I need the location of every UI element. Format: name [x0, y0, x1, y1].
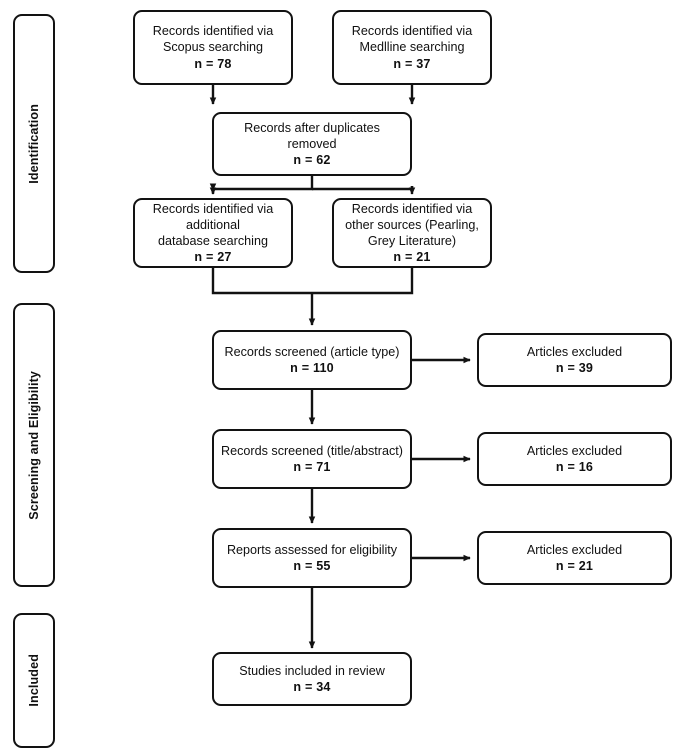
connector-duplicates-split: [211, 176, 314, 193]
node-medline-count: n = 37: [393, 56, 431, 71]
node-duplicates-count: n = 62: [293, 153, 331, 168]
stage-included: Included: [13, 613, 55, 748]
node-scopus-line-2: Scopus searching: [162, 40, 264, 55]
node-medline-line-2: Medlline searching: [359, 40, 465, 55]
node-included-count: n = 34: [293, 680, 331, 694]
node-excluded-1-count: n = 39: [555, 361, 594, 375]
node-reports-assessed-for-eligibility: Reports assessed for eligibility n = 55: [212, 528, 412, 588]
node-scopus-line-1: Records identified via: [152, 24, 274, 39]
node-records-scopus: Records identified via Scopus searching …: [133, 10, 293, 85]
node-screened-article-type-line-1: Records screened (article type): [224, 344, 400, 359]
node-duplicates-line-2: removed: [287, 136, 337, 151]
node-included-line-1: Studies included in review: [239, 663, 385, 678]
connector-merge-left: [211, 268, 312, 295]
node-other-sources-count: n = 21: [393, 250, 431, 265]
node-additional-count: n = 27: [194, 250, 232, 265]
node-medline-line-1: Records identified via: [351, 24, 473, 39]
node-records-additional-database: Records identified via additional databa…: [133, 198, 293, 268]
stage-included-label: Included: [27, 654, 41, 707]
node-additional-line-2: additional: [186, 217, 240, 232]
node-additional-line-1: Records identified via: [152, 201, 274, 216]
node-other-sources-line-1: Records identified via: [351, 201, 473, 216]
node-records-medline: Records identified via Medlline searchin…: [332, 10, 492, 85]
node-records-other-sources: Records identified via other sources (Pe…: [332, 198, 492, 268]
node-articles-excluded-3: Articles excluded n = 21: [477, 531, 672, 585]
node-studies-included-in-review: Studies included in review n = 34: [212, 652, 412, 706]
stage-screening-label: Screening and Eligibility: [27, 370, 41, 520]
stage-identification: Identification: [13, 14, 55, 273]
node-excluded-2-count: n = 16: [555, 460, 594, 474]
node-additional-line-3: database searching: [158, 234, 268, 248]
node-screened-article-type-count: n = 110: [290, 361, 334, 375]
node-excluded-1-line-1: Articles excluded: [526, 344, 623, 359]
node-excluded-3-count: n = 21: [555, 559, 594, 573]
node-duplicates-line-1: Records after duplicates: [244, 120, 380, 135]
stage-identification-label: Identification: [27, 103, 41, 184]
node-articles-excluded-2: Articles excluded n = 16: [477, 432, 672, 486]
node-records-screened-article-type: Records screened (article type) n = 110: [212, 330, 412, 390]
node-articles-excluded-1: Articles excluded n = 39: [477, 333, 672, 387]
node-excluded-2-line-1: Articles excluded: [526, 443, 623, 458]
node-screened-title-abstract-count: n = 71: [293, 460, 331, 474]
node-assessed-line-1: Reports assessed for eligibility: [226, 542, 398, 557]
node-records-after-duplicates-removed: Records after duplicates removed n = 62: [212, 112, 412, 176]
node-excluded-3-line-1: Articles excluded: [526, 542, 623, 557]
node-assessed-count: n = 55: [293, 559, 331, 573]
node-other-sources-line-3: Grey Literature): [367, 234, 457, 248]
node-scopus-count: n = 78: [194, 56, 232, 71]
connector-merge-right: [312, 268, 414, 295]
connector-duplicates-split-right: [312, 186, 414, 191]
stage-screening-and-eligibility: Screening and Eligibility: [13, 303, 55, 587]
node-other-sources-line-2: other sources (Pearling,: [345, 217, 479, 232]
node-screened-title-abstract-line-1: Records screened (title/abstract): [221, 443, 403, 458]
node-records-screened-title-abstract: Records screened (title/abstract) n = 71: [212, 429, 412, 489]
